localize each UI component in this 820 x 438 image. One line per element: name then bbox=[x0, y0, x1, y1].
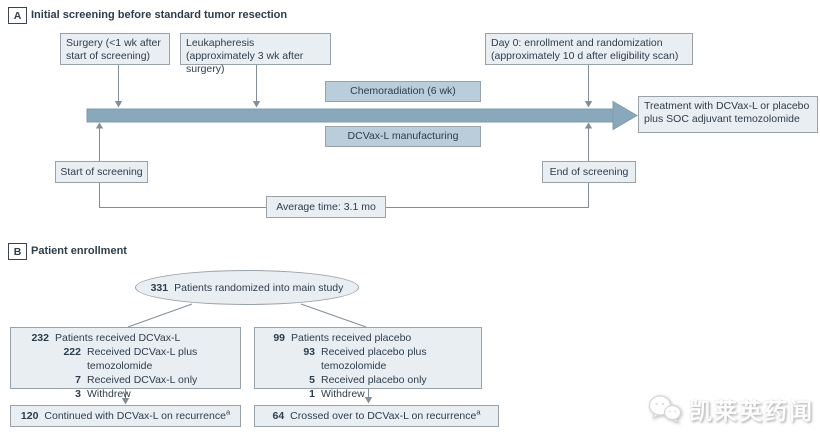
row-count: 93 bbox=[303, 346, 315, 358]
dcvax-arm-row: 232 Patients received DCVax-L bbox=[19, 331, 240, 345]
surgery-arrowhead bbox=[114, 101, 123, 108]
chemoradiation-box: Chemoradiation (6 wk) bbox=[325, 81, 481, 102]
watermark-text: 凯莱英药闻 bbox=[689, 398, 814, 424]
start-screening-box: Start of screening bbox=[55, 161, 148, 183]
end-screening-arrowhead bbox=[584, 122, 593, 129]
placebo-arm-row: 1 Withdrew bbox=[263, 387, 481, 401]
manufacturing-box: DCVax-L manufacturing bbox=[325, 126, 481, 147]
row-text: Received placebo plus temozolomide bbox=[321, 346, 427, 372]
dcvax-arm-box: 232 Patients received DCVax-L 222 Receiv… bbox=[10, 327, 241, 400]
treatment-box: Treatment with DCVax-L or placebo plus S… bbox=[638, 96, 818, 133]
average-time-box-text: Average time: 3.1 mo bbox=[276, 200, 376, 213]
placebo-outcome-arrowhead bbox=[364, 397, 373, 404]
row-count: 99 bbox=[273, 332, 285, 344]
day0-arrowhead bbox=[584, 101, 593, 108]
row-text: Patients received DCVax-L bbox=[55, 332, 181, 344]
dcvax-arm-row: 3 Withdrew bbox=[19, 387, 240, 401]
start-screening-box-text: Start of screening bbox=[60, 165, 143, 178]
row-text: Received DCVax-L plus temozolomide bbox=[87, 346, 198, 372]
surgery-box-text: Surgery (<1 wk after start of screening) bbox=[66, 37, 161, 62]
end-screening-box: End of screening bbox=[542, 161, 636, 183]
placebo-arm-row: 93 Received placebo plus temozolomide bbox=[263, 345, 481, 373]
leukapheresis-box-text: Leukapheresis (approximately 3 wk after … bbox=[186, 37, 304, 75]
watermark: 凯莱英药闻 bbox=[648, 392, 814, 426]
day0-box-text: Day 0: enrollment and randomization (app… bbox=[491, 37, 679, 62]
footnote-marker: a bbox=[225, 407, 231, 416]
panel-b-label-text: B bbox=[13, 245, 22, 258]
row-text: Received placebo only bbox=[321, 374, 427, 386]
dcvax-outcome-box: 120 Continued with DCVax-L on recurrence… bbox=[10, 405, 241, 427]
row-count: 232 bbox=[31, 332, 49, 344]
row-count: 5 bbox=[309, 374, 315, 386]
randomized-count: 331 bbox=[150, 281, 169, 294]
placebo-arm-row: 5 Received placebo only bbox=[263, 373, 481, 387]
row-text: Withdrew bbox=[321, 388, 365, 400]
wechat-icon bbox=[648, 395, 682, 424]
treatment-box-text: Treatment with DCVax-L or placebo plus S… bbox=[644, 100, 810, 125]
leukapheresis-box: Leukapheresis (approximately 3 wk after … bbox=[180, 33, 331, 75]
outcome-text: Crossed over to DCVax-L on recurrencea bbox=[290, 407, 481, 423]
randomized-text: Patients randomized into main study bbox=[174, 281, 344, 294]
dcvax-outcome-arrowhead bbox=[121, 398, 130, 405]
leukapheresis-arrowhead bbox=[252, 101, 261, 108]
panel-a-label: A bbox=[8, 7, 27, 24]
end-screening-box-text: End of screening bbox=[549, 165, 629, 178]
outcome-text: Continued with DCVax-L on recurrencea bbox=[44, 407, 231, 423]
row-text: Received DCVax-L only bbox=[87, 374, 198, 386]
chemoradiation-box-text: Chemoradiation (6 wk) bbox=[350, 85, 456, 97]
average-time-left-connector bbox=[99, 183, 266, 208]
timeline-arrow bbox=[86, 100, 638, 131]
day0-box: Day 0: enrollment and randomization (app… bbox=[485, 33, 693, 65]
footnote-marker: a bbox=[476, 407, 481, 416]
outcome-count: 64 bbox=[272, 409, 285, 422]
randomized-to-placebo-connector bbox=[300, 303, 367, 328]
outcome-text-main: Continued with DCVax-L on recurrence bbox=[44, 409, 226, 422]
row-count: 222 bbox=[63, 346, 81, 358]
row-count: 1 bbox=[309, 388, 315, 400]
outcome-count: 120 bbox=[20, 409, 39, 422]
randomized-ellipse: 331 Patients randomized into main study bbox=[135, 270, 359, 305]
row-count: 3 bbox=[75, 388, 81, 400]
placebo-outcome-box: 64 Crossed over to DCVax-L on recurrence… bbox=[254, 405, 499, 427]
placebo-arm-box: 99 Patients received placebo 93 Received… bbox=[254, 327, 482, 400]
row-text: Patients received placebo bbox=[291, 332, 412, 344]
manufacturing-box-text: DCVax-L manufacturing bbox=[347, 130, 459, 142]
randomized-to-dcvax-connector bbox=[127, 303, 193, 328]
panel-b-title: Patient enrollment bbox=[31, 245, 127, 257]
panel-a-label-text: A bbox=[13, 9, 22, 22]
dcvax-arm-row: 7 Received DCVax-L only bbox=[19, 373, 240, 387]
outcome-text-main: Crossed over to DCVax-L on recurrence bbox=[290, 409, 477, 422]
panel-b-label: B bbox=[8, 243, 27, 260]
row-count: 7 bbox=[75, 374, 81, 386]
row-text: Withdrew bbox=[87, 388, 131, 400]
surgery-box: Surgery (<1 wk after start of screening) bbox=[60, 33, 170, 65]
placebo-arm-row: 99 Patients received placebo bbox=[263, 331, 481, 345]
average-time-right-connector bbox=[386, 183, 589, 208]
start-screening-arrowhead bbox=[95, 122, 104, 129]
dcvax-arm-row: 222 Received DCVax-L plus temozolomide bbox=[19, 345, 240, 373]
average-time-box: Average time: 3.1 mo bbox=[266, 196, 386, 218]
panel-a-title: Initial screening before standard tumor … bbox=[31, 9, 288, 21]
